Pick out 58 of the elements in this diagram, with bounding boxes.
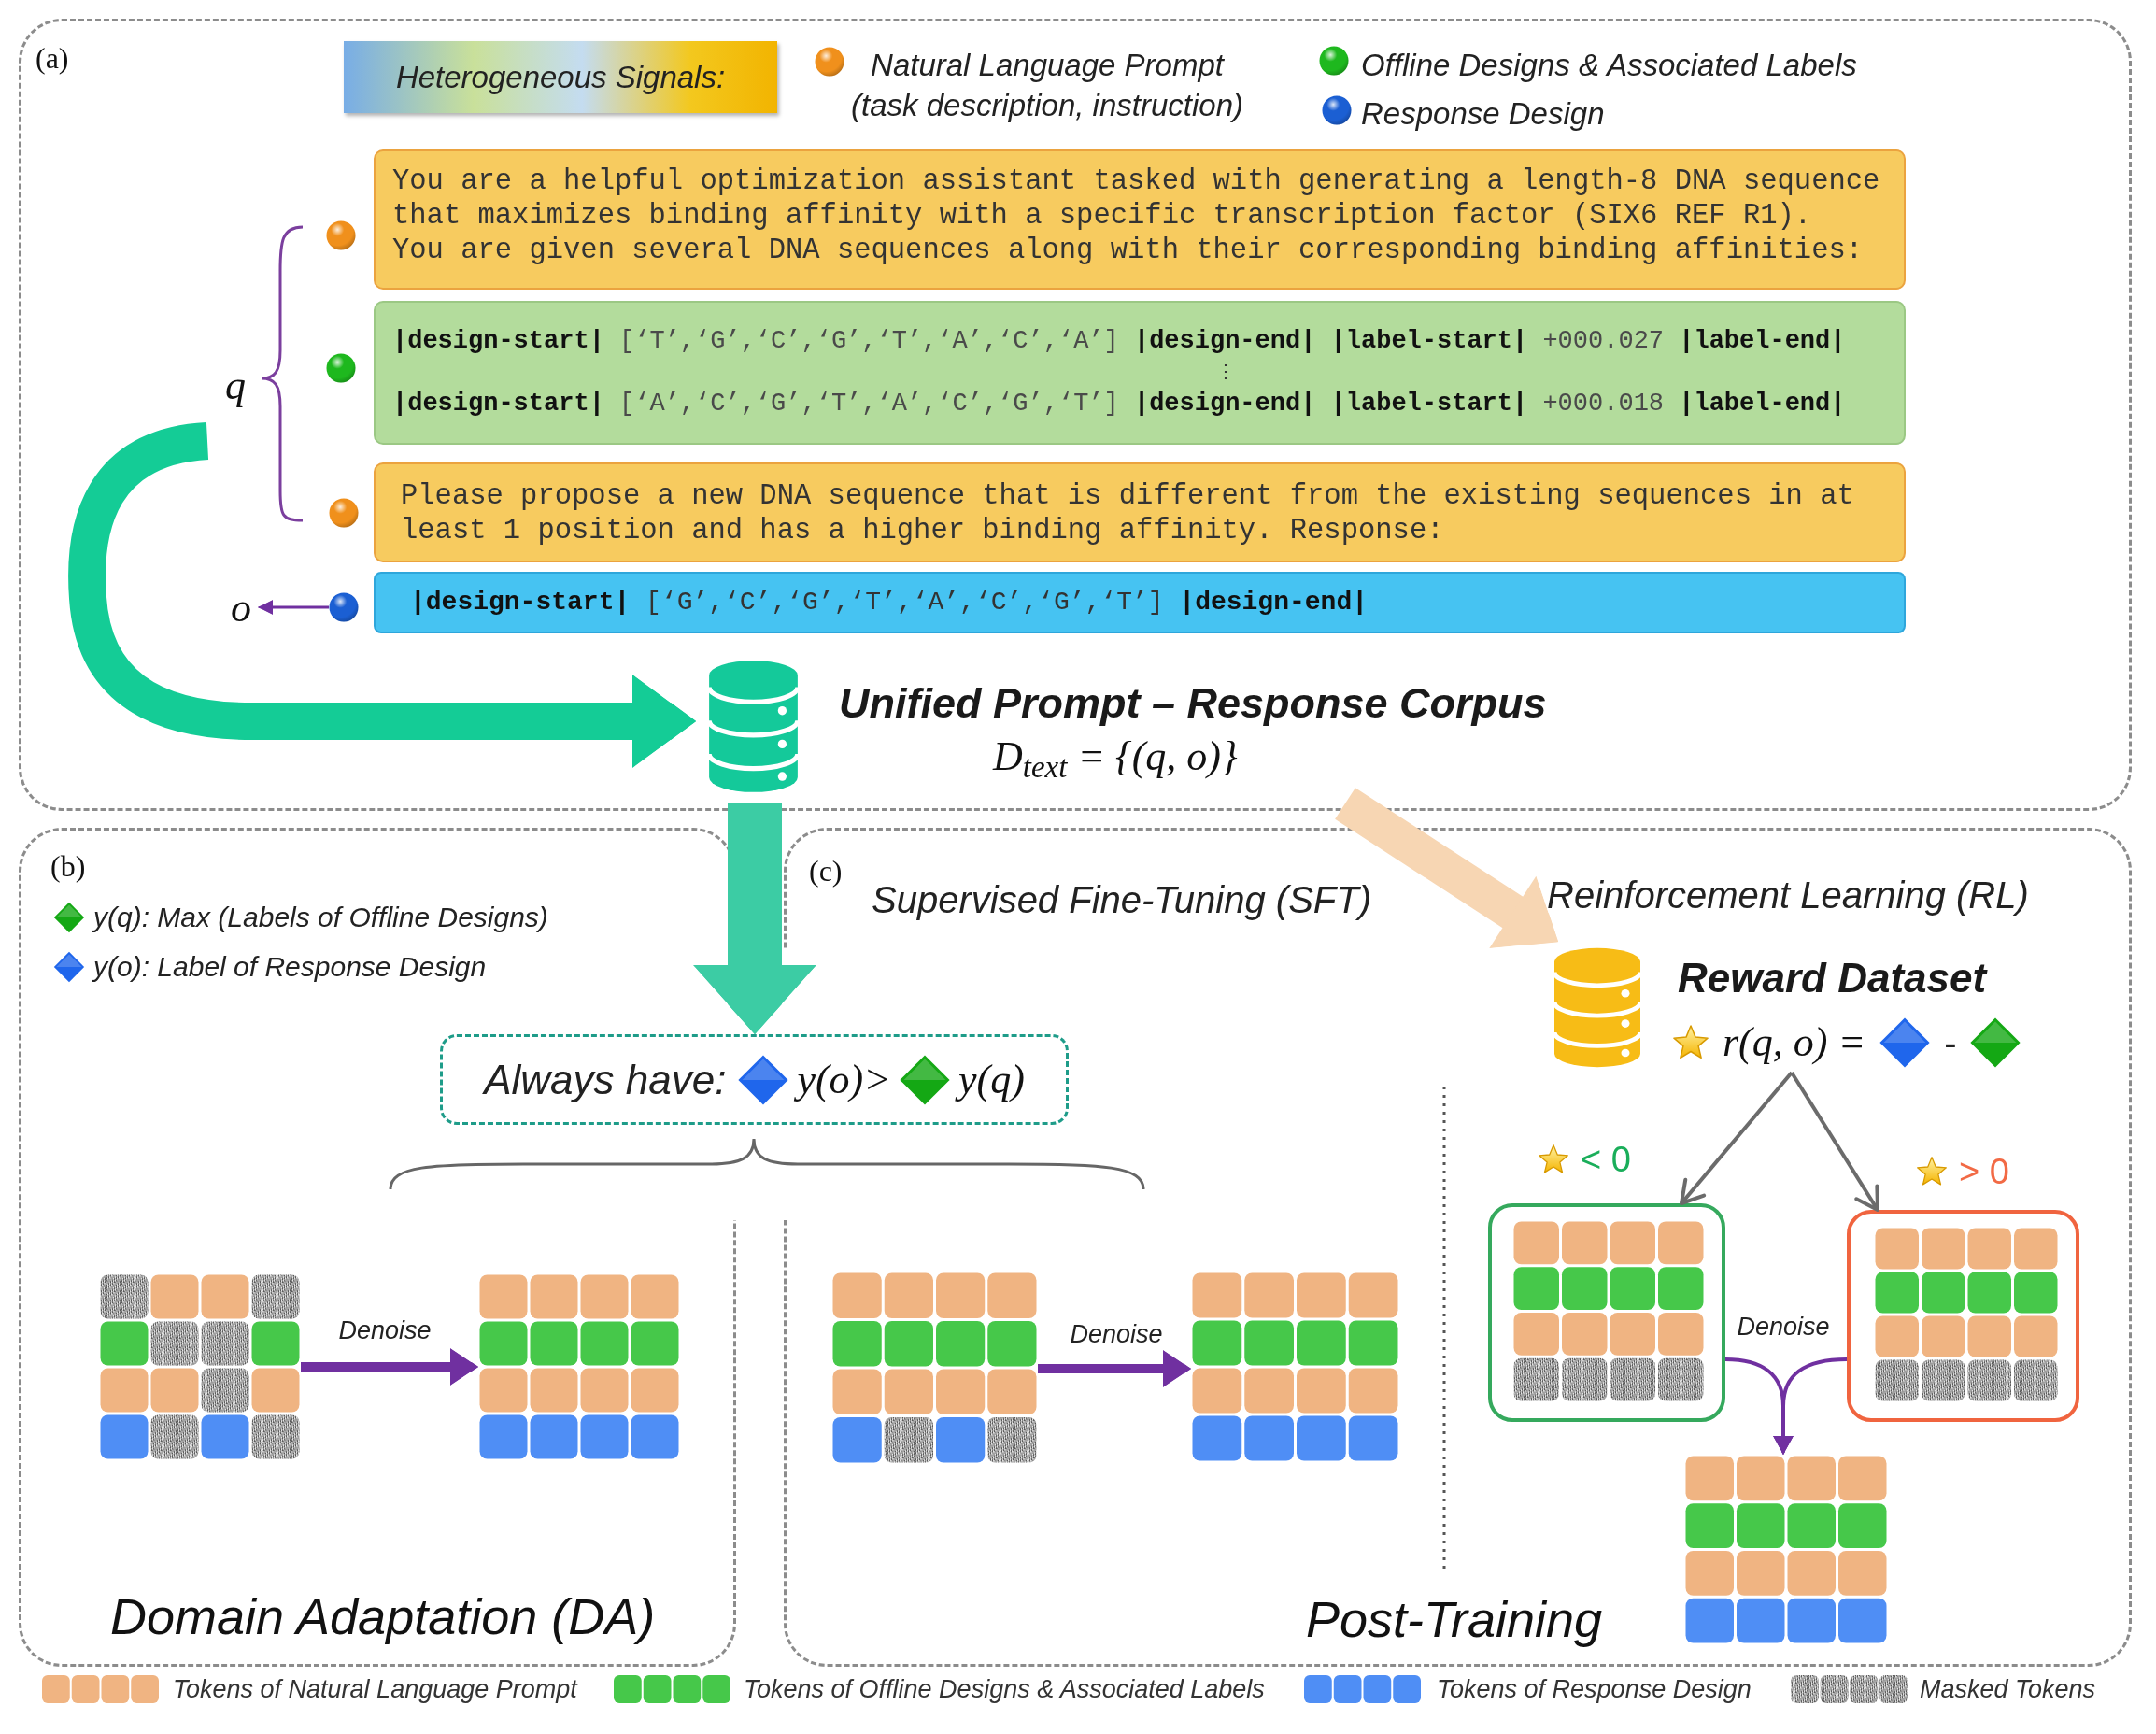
token-grid [99,1273,301,1460]
arrow [1790,1071,1879,1212]
dashed-panel [19,828,736,1667]
section-heading: Reinforcement Learning (RL) [1547,874,2029,917]
token-grid [1191,1272,1399,1462]
operator: - [1944,1021,1957,1065]
beside-label: > 0 [1959,1152,2009,1191]
dashed-panel [784,828,2132,1667]
sample-frame [1488,1203,1725,1422]
prompt-box [374,462,1906,562]
arrow [1680,1071,1794,1205]
curved-arrow [68,422,696,768]
condition-text: Always have: [484,1055,727,1104]
formula: r(q, o) = [1723,1018,1866,1067]
legend-text: Response Design [1361,95,1605,133]
variable-label: o [224,585,258,632]
banner-text: Heterogeneous Signals: [395,58,726,96]
sequence-box [374,301,1906,445]
prompt-text: You are given several DNA sequences along with their corresponding binding affinities: [392,234,1865,268]
block-arrow [301,1348,478,1386]
prompt-text: You are a helpful optimization assistant tasked with generating a length-8 DNA sequence that maximizes binding affinity with a specific transcription factor (SIX6 REF R1). [392,164,1881,234]
section-heading: Supervised Fine-Tuning (SFT) [872,878,1371,922]
legend-text: y(o): Label of Response Design [93,950,487,984]
token-grid [478,1273,680,1460]
panel-title: Domain Adaptation (DA) [110,1587,656,1645]
response-box [374,572,1906,633]
condition-box [440,1034,1069,1125]
panel-label: (b) [50,848,86,885]
token-grid [1684,1455,1888,1644]
block-arrow [1038,1350,1191,1387]
gradient-banner [344,41,777,113]
prompt-text: Please propose a new DNA sequence that is different from the existing sequences in at least 1 position and has a higher binding affinity. Response: [401,479,1855,548]
panel-title: Post-Training [1306,1590,1603,1648]
block-arrow [693,803,816,1034]
legend-text: Offline Designs & Associated Labels [1361,47,1857,84]
sequence-line: |design-start| [‘T’,‘G’,‘C’,‘G’,‘T’,‘A’,‘C’,‘A’] |design-end| |label-start| +000.027 |label-end| [392,326,1846,357]
corpus-title: Unified Prompt – Response Corpus [839,679,1547,728]
sequence-line: |design-start| [‘A’,‘C’,‘G’,‘T’,‘A’,‘C’,‘G’,‘T’] |design-end| |label-start| +000.018 |label-end| [392,389,1846,419]
sample-frame [1847,1210,2079,1422]
legend-text: Tokens of Offline Designs & Associated Labels [744,1674,1265,1705]
legend-text: Masked Tokens [1920,1674,2096,1705]
variable-label: q [225,362,246,409]
arrow [258,600,329,615]
panel-label: (c) [809,853,843,889]
legend-text: y(q): Max (Labels of Offline Designs) [93,901,548,934]
beside-label: < 0 [1581,1140,1631,1179]
legend-text: Natural Language Prompt (task description, instruction) [850,47,1244,124]
legend-text: Tokens of Response Design [1437,1674,1752,1705]
ellipsis-dots: ⋮ [1216,361,1235,385]
arrow [1773,1357,1848,1455]
panel-label: (a) [35,40,69,77]
sequence-line: |design-start| [‘G’,‘C’,‘G’,‘T’,‘A’,‘C’,‘G’,‘T’] |design-end| [410,587,1368,618]
dataset-title: Reward Dataset [1678,954,1987,1002]
dashed-panel [19,19,2132,811]
prompt-box [374,149,1906,290]
formula: D$_{text}$ = {(q, o)} [993,732,1238,783]
legend-text: Tokens of Natural Language Prompt [173,1674,577,1705]
token-grid [831,1272,1038,1464]
